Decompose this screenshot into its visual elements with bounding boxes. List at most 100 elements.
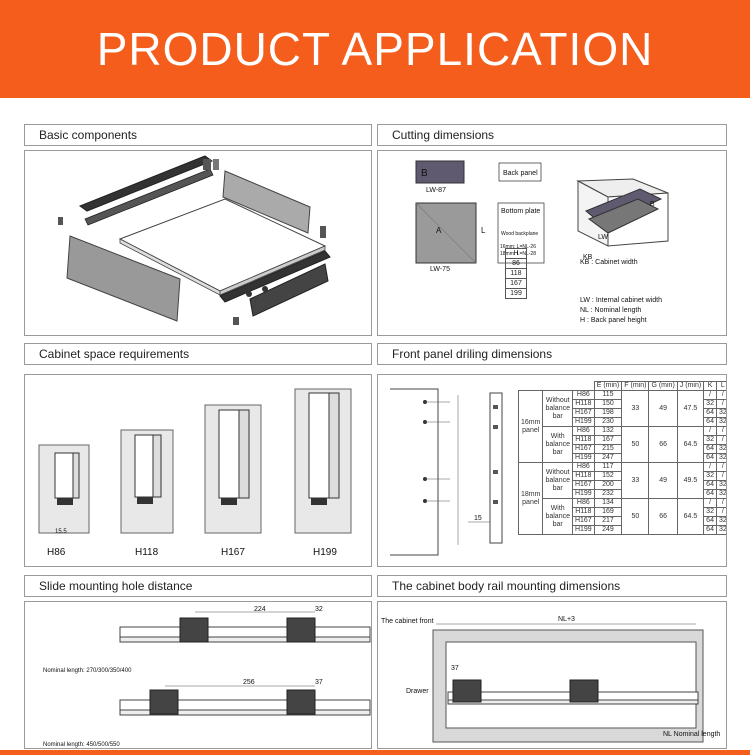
row-l: / bbox=[715, 435, 726, 445]
rail-drawer: Drawer bbox=[406, 688, 429, 695]
front-panel-table: E (min) F (min) G (min) J (min) K L 16mm… bbox=[517, 381, 726, 535]
row-k: / bbox=[703, 426, 717, 436]
row-f: 33 bbox=[621, 462, 650, 499]
block-type: Without balance bar bbox=[542, 390, 573, 427]
rail-nl-nominal: NL Nominal length bbox=[663, 731, 720, 738]
slide-dim2b: 37 bbox=[315, 679, 323, 686]
slide-mounting-panel: 224 32 Nominal length: 270/300/350/400 2… bbox=[24, 601, 372, 749]
row-l: / bbox=[715, 399, 726, 409]
row-g: 49 bbox=[648, 390, 678, 427]
th-g: G (min) bbox=[648, 381, 678, 391]
front-dim-15: 15 bbox=[474, 515, 482, 522]
row-k: 64 bbox=[703, 453, 717, 463]
h-value: 167 bbox=[505, 278, 527, 289]
row-e: 232 bbox=[593, 489, 623, 499]
row-k: 32 bbox=[703, 435, 717, 445]
row-k: / bbox=[703, 462, 717, 472]
cutting-a-dim: LW-75 bbox=[430, 266, 450, 273]
space-dim: 15.5 bbox=[55, 529, 67, 535]
row-k: 64 bbox=[703, 417, 717, 427]
rail-mounting-drawing: NL+3 The cabinet front 37 Drawer NL Nomi… bbox=[381, 616, 720, 743]
row-h: H199 bbox=[571, 417, 595, 427]
row-g: 66 bbox=[648, 426, 678, 463]
cutting-dimensions-panel: B LW-87 A LW-75 L Back panel Bottom plat… bbox=[377, 150, 727, 336]
row-e: 134 bbox=[593, 498, 623, 508]
front-panel-table-wrap: E (min) F (min) G (min) J (min) K L 16mm… bbox=[517, 381, 726, 535]
rail-mounting-panel: NL+3 The cabinet front 37 Drawer NL Nomi… bbox=[377, 601, 727, 749]
row-e: 200 bbox=[593, 480, 623, 490]
row-e: 249 bbox=[593, 525, 623, 535]
row-l: 32 bbox=[715, 417, 726, 427]
row-e: 169 bbox=[593, 507, 623, 517]
header-cabinet-space: Cabinet space requirements bbox=[24, 343, 372, 365]
row-j: 49.5 bbox=[676, 462, 705, 499]
rail-dim37: 37 bbox=[451, 665, 459, 672]
h-value: 118 bbox=[505, 268, 527, 279]
row-l: / bbox=[715, 471, 726, 481]
row-e: 230 bbox=[593, 417, 623, 427]
row-e: 217 bbox=[593, 516, 623, 526]
row-h: H86 bbox=[571, 498, 595, 508]
rail-cabinet-front: The cabinet front bbox=[381, 618, 434, 625]
row-e: 117 bbox=[593, 462, 623, 472]
legend-1: KB : Cabinet width bbox=[580, 259, 638, 266]
row-k: 64 bbox=[703, 516, 717, 526]
row-f: 50 bbox=[621, 498, 650, 535]
row-l: 32 bbox=[715, 489, 726, 499]
h-values-table: H 86 118 167 199 bbox=[505, 248, 527, 299]
header-rail-mounting: The cabinet body rail mounting dimension… bbox=[377, 575, 727, 597]
space-label-h167: H167 bbox=[221, 547, 245, 558]
row-k: 32 bbox=[703, 471, 717, 481]
box-lw-label: LW bbox=[598, 234, 608, 241]
slide-nominal1: Nominal length: 270/300/350/400 bbox=[43, 668, 132, 674]
cabinet-space-drawing: H86 H118 H167 H199 15.5 bbox=[38, 388, 352, 558]
banner-title: PRODUCT APPLICATION bbox=[96, 23, 654, 75]
row-l: / bbox=[715, 498, 726, 508]
space-label-h199: H199 bbox=[313, 547, 337, 558]
panel-label: 16mm panel bbox=[517, 390, 544, 463]
row-e: 132 bbox=[593, 426, 623, 436]
cutting-line1: 16mm: L=NL-26 bbox=[500, 244, 536, 250]
legend-4: H : Back panel height bbox=[580, 317, 647, 324]
front-panel-panel: 15 E (min) F (min) G (min) J (min) K L 1… bbox=[377, 374, 727, 567]
header-basic-components: Basic components bbox=[24, 124, 372, 146]
row-e: 150 bbox=[593, 399, 623, 409]
slide-nominal2: Nominal length: 450/500/550 bbox=[43, 742, 120, 748]
row-h: H118 bbox=[571, 471, 595, 481]
row-h: H86 bbox=[571, 462, 595, 472]
row-h: H199 bbox=[571, 489, 595, 499]
slide-dim1: 224 bbox=[254, 606, 266, 613]
bottom-accent-line bbox=[0, 750, 750, 755]
row-h: H118 bbox=[571, 435, 595, 445]
box-b-label: B bbox=[650, 201, 655, 208]
row-k: / bbox=[703, 390, 717, 400]
h-head: H bbox=[505, 248, 527, 259]
row-k: 64 bbox=[703, 489, 717, 499]
legend-2: LW : Internal cabinet width bbox=[580, 297, 662, 304]
panel-label: 18mm panel bbox=[517, 462, 544, 535]
basic-components-panel bbox=[24, 150, 372, 336]
row-e: 167 bbox=[593, 435, 623, 445]
row-f: 33 bbox=[621, 390, 650, 427]
th-e: E (min) bbox=[593, 381, 623, 391]
row-l: 32 bbox=[715, 408, 726, 418]
th-l: L bbox=[715, 381, 726, 391]
row-h: H199 bbox=[571, 453, 595, 463]
row-e: 215 bbox=[593, 444, 623, 454]
row-e: 247 bbox=[593, 453, 623, 463]
row-h: H167 bbox=[571, 408, 595, 418]
row-l: 32 bbox=[715, 480, 726, 490]
row-e: 198 bbox=[593, 408, 623, 418]
space-label-h118: H118 bbox=[135, 547, 159, 558]
row-l: 32 bbox=[715, 516, 726, 526]
cutting-b-label: B bbox=[421, 168, 428, 179]
legend-3: NL : Nominal length bbox=[580, 307, 641, 314]
row-h: H167 bbox=[571, 480, 595, 490]
cutting-drawing: B LW-87 A LW-75 L Back panel Bottom plat… bbox=[415, 160, 669, 324]
